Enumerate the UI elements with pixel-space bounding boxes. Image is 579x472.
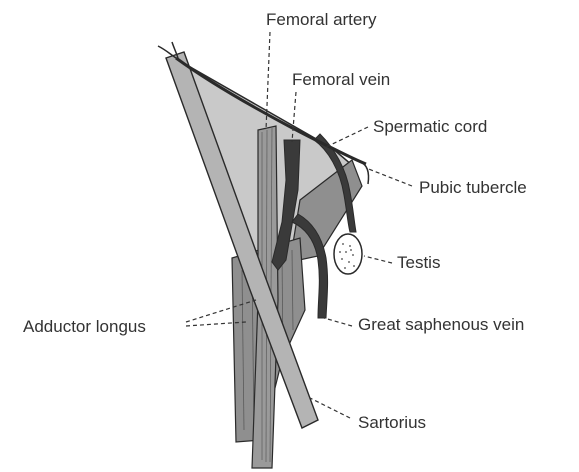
- label-pubic-tubercle: Pubic tubercle: [419, 178, 527, 197]
- leader-great-saphenous-vein: [324, 318, 352, 326]
- leader-spermatic-cord: [324, 127, 368, 148]
- label-adductor-longus: Adductor longus: [23, 317, 146, 336]
- leader-testis: [364, 256, 392, 263]
- pubic-tubercle: [360, 162, 369, 184]
- testis: [334, 234, 362, 274]
- label-testis: Testis: [397, 253, 440, 272]
- label-femoral-artery: Femoral artery: [266, 10, 377, 29]
- label-great-saphenous-vein: Great saphenous vein: [358, 315, 524, 334]
- leader-pubic-tubercle: [366, 168, 412, 186]
- label-femoral-vein: Femoral vein: [292, 70, 390, 89]
- label-spermatic-cord: Spermatic cord: [373, 117, 487, 136]
- label-sartorius: Sartorius: [358, 413, 426, 432]
